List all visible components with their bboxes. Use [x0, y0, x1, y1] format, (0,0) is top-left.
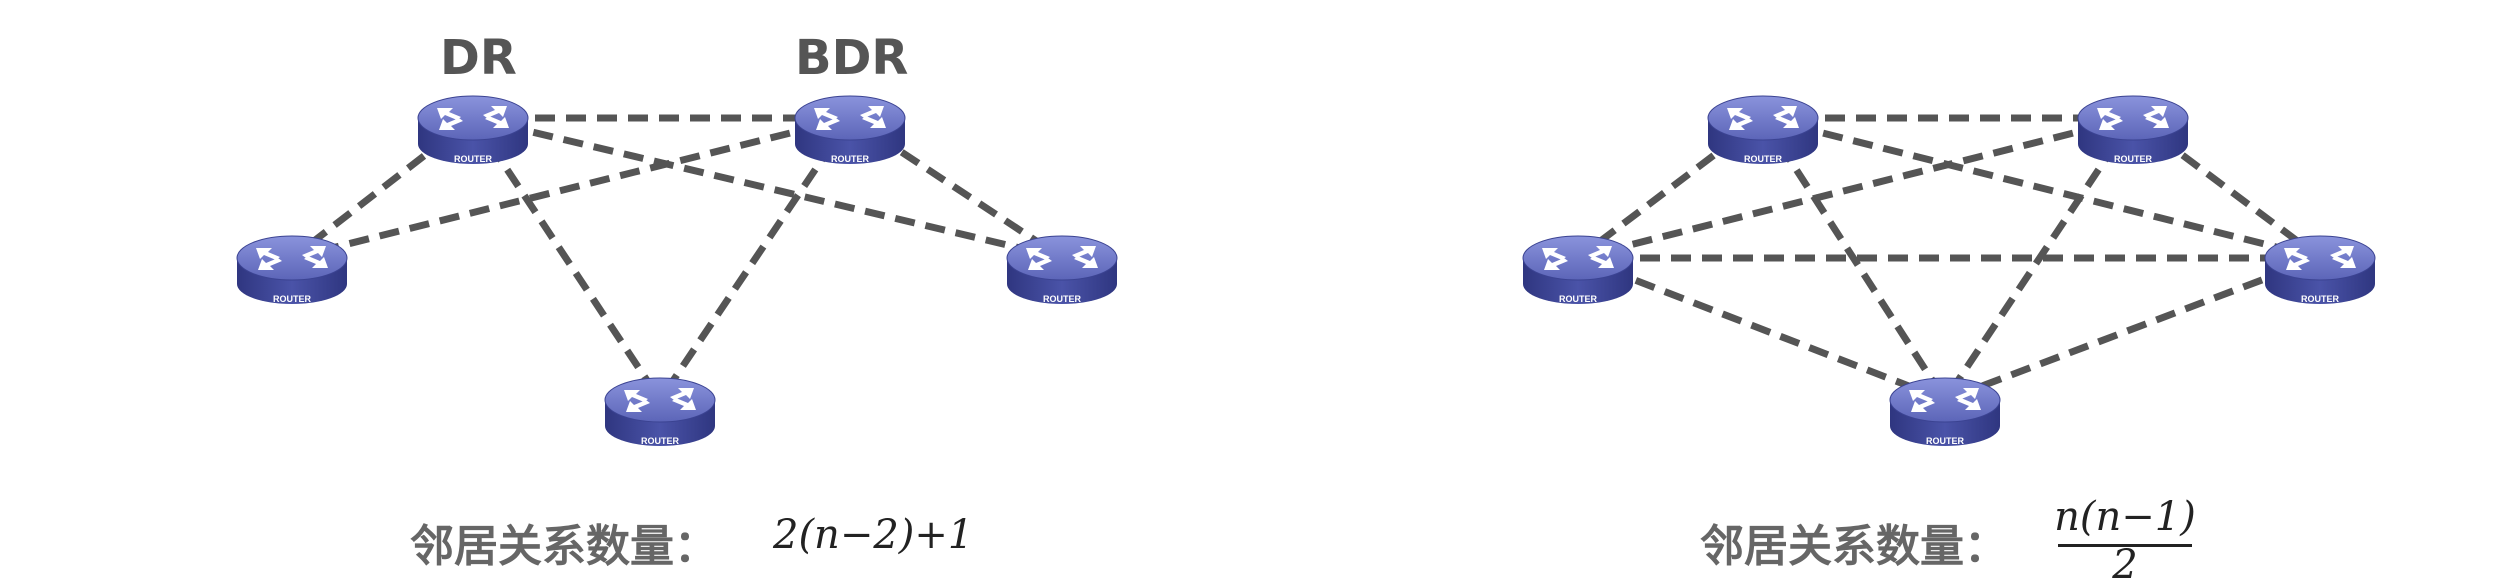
bdr-label: BDR	[795, 30, 909, 86]
right-links	[1575, 114, 2323, 404]
router-icon-bdr: ROUTER	[794, 95, 906, 165]
router-icon-top-left: ROUTER	[1707, 95, 1819, 165]
svg-text:ROUTER: ROUTER	[1559, 294, 1598, 304]
dashed-link	[1943, 254, 2322, 404]
svg-text:ROUTER: ROUTER	[1744, 154, 1783, 164]
svg-text:ROUTER: ROUTER	[1926, 436, 1965, 446]
dr-label: DR	[440, 30, 517, 86]
router-icon-bottom: ROUTER	[1889, 377, 2001, 447]
dashed-link	[1577, 114, 2134, 262]
right-formula-fraction-bar	[2058, 544, 2192, 547]
right-formula-numerator: n(n−1)	[2054, 494, 2196, 540]
dashed-link	[291, 114, 851, 262]
dashed-link	[1576, 254, 1947, 404]
router-icon-top-right: ROUTER	[2077, 95, 2189, 165]
svg-text:ROUTER: ROUTER	[2301, 294, 2340, 304]
dashed-link	[1762, 114, 2321, 262]
svg-text:ROUTER: ROUTER	[2114, 154, 2153, 164]
svg-text:ROUTER: ROUTER	[1043, 294, 1082, 304]
right-formula-denominator: 2	[2112, 542, 2138, 588]
router-icon-right: ROUTER	[1006, 235, 1118, 305]
svg-text:ROUTER: ROUTER	[641, 436, 680, 446]
router-icon-left: ROUTER	[1522, 235, 1634, 305]
dashed-link	[472, 114, 1063, 262]
svg-text:ROUTER: ROUTER	[831, 154, 870, 164]
dashed-link	[470, 116, 663, 402]
left-links	[289, 114, 1064, 402]
right-caption: 邻居关系数量：	[1700, 521, 2008, 572]
dashed-link	[1760, 116, 1948, 402]
left-caption: 邻居关系数量：	[410, 521, 718, 572]
svg-text:ROUTER: ROUTER	[273, 294, 312, 304]
dashed-link	[1942, 116, 2136, 402]
left-formula: 2(n−2)+1	[773, 512, 974, 558]
router-icon-right: ROUTER	[2264, 235, 2376, 305]
router-icon-dr: ROUTER	[417, 95, 529, 165]
router-icon-bottom: ROUTER	[604, 377, 716, 447]
dashed-link	[657, 116, 853, 402]
router-icon-left: ROUTER	[236, 235, 348, 305]
svg-text:ROUTER: ROUTER	[454, 154, 493, 164]
